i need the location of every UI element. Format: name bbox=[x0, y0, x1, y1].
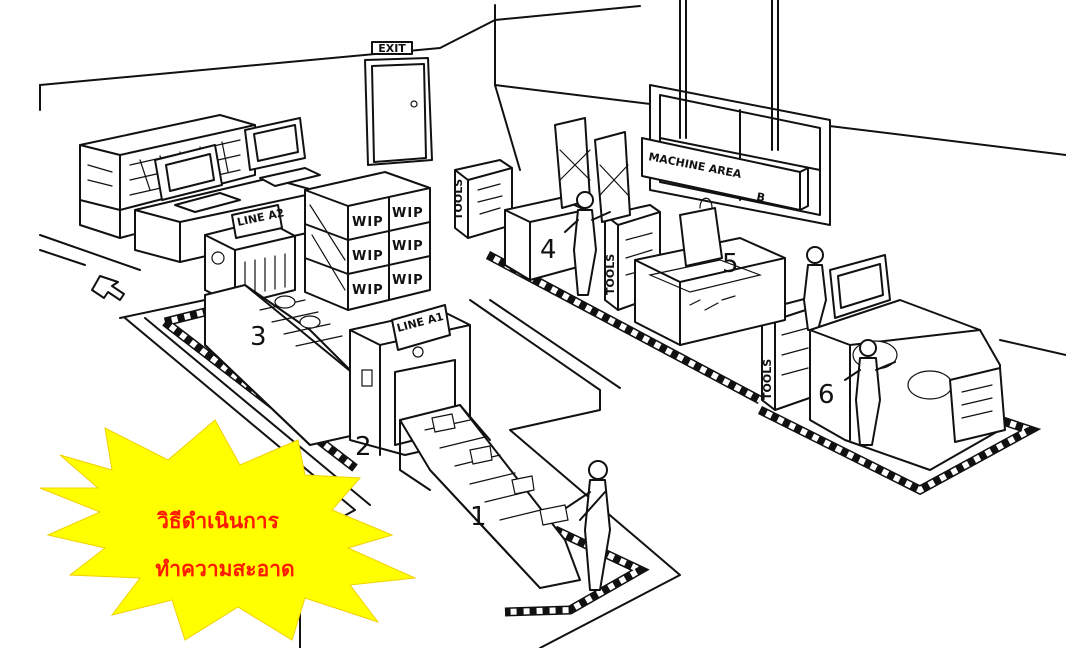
exit-sign: EXIT bbox=[378, 42, 406, 55]
tools-label: TOOLS bbox=[761, 359, 774, 400]
wip-stack: WIP WIP WIP WIP WIP WIP bbox=[304, 171, 431, 311]
station-5-machine: 5 bbox=[634, 197, 786, 346]
computer-workstation bbox=[134, 117, 321, 263]
exit-door: EXIT bbox=[364, 41, 433, 166]
caption-line-1: วิธีดำเนินการ bbox=[156, 509, 280, 533]
wip-label: WIP bbox=[392, 239, 424, 254]
station-4-drill-press: 4 bbox=[504, 117, 631, 281]
worker-station-5 bbox=[803, 246, 827, 331]
tools-label: TOOLS bbox=[452, 179, 465, 220]
worker-station-4 bbox=[564, 191, 611, 296]
tools-cabinet-left: TOOLS bbox=[452, 159, 513, 239]
station-number-6: 6 bbox=[818, 380, 835, 410]
worker-at-conveyor bbox=[539, 460, 611, 591]
starburst-shape bbox=[39, 419, 417, 641]
floor-arrow-icon bbox=[91, 275, 125, 301]
caption-starburst: วิธีดำเนินการ ทำความสะอาด bbox=[39, 419, 417, 641]
station-6-machine: 6 bbox=[809, 254, 1006, 471]
wip-label: WIP bbox=[352, 283, 384, 298]
line-a1-conveyor: 1 bbox=[399, 404, 581, 589]
station-number-3: 3 bbox=[250, 322, 267, 352]
station-number-1: 1 bbox=[470, 502, 487, 532]
tools-label: TOOLS bbox=[604, 254, 617, 295]
wip-label: WIP bbox=[392, 273, 424, 288]
line-a2-conveyor: LINE A2 3 bbox=[204, 204, 356, 446]
wip-label: WIP bbox=[392, 206, 424, 221]
wip-label: WIP bbox=[352, 249, 384, 264]
wip-label: WIP bbox=[352, 215, 384, 230]
machine-area-letter: B bbox=[755, 190, 766, 204]
station-number-2: 2 bbox=[355, 432, 372, 462]
caption-line-2: ทำความสะอาด bbox=[155, 557, 294, 581]
worker-station-6 bbox=[844, 339, 896, 446]
station-number-4: 4 bbox=[540, 235, 557, 265]
machine-area-sign: MACHINE AREA B bbox=[641, 0, 809, 211]
station-number-5: 5 bbox=[722, 249, 739, 279]
